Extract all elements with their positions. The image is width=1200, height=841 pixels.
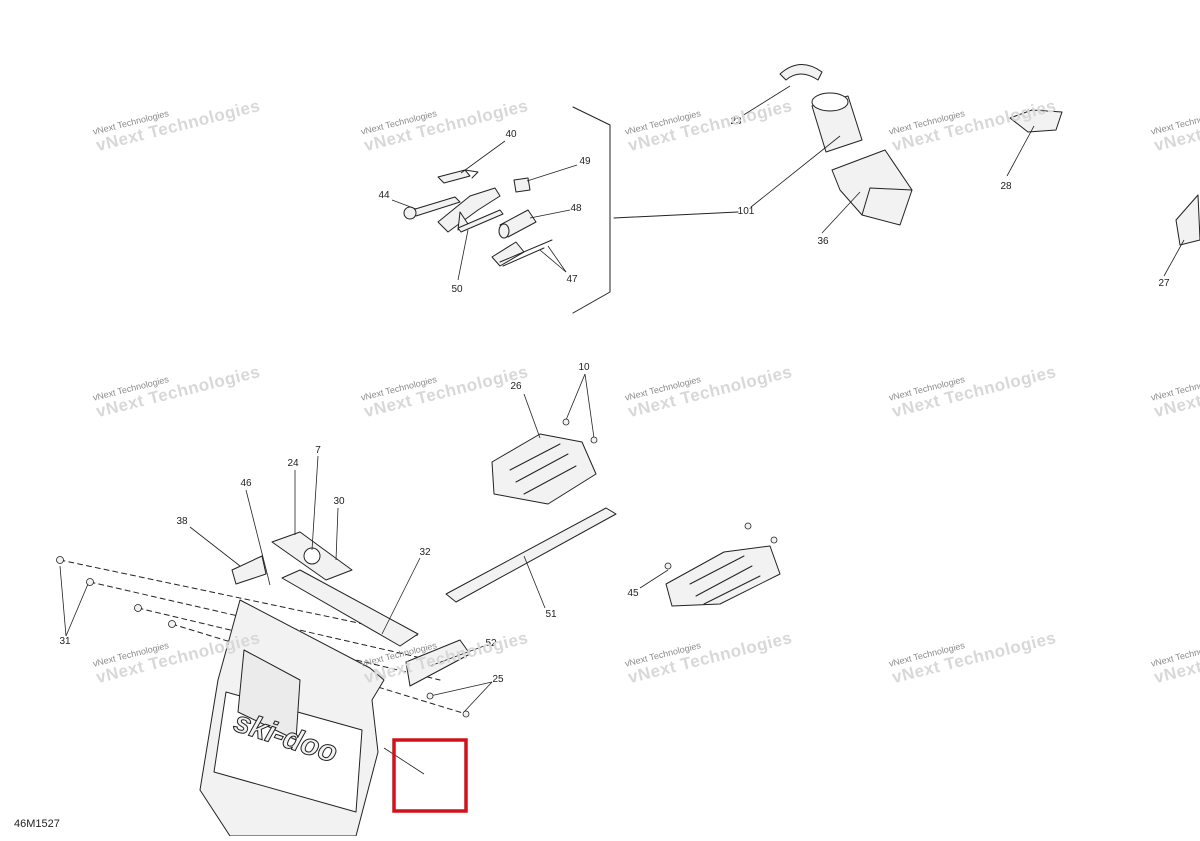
fastener-51a	[56, 556, 64, 564]
callout-44: 44	[378, 190, 390, 201]
part-45-plate	[271, 531, 353, 581]
callout-27: 27	[1158, 278, 1170, 289]
callout-49: 49	[579, 156, 591, 167]
part-36-holder	[831, 149, 913, 226]
callout-7: 7	[315, 445, 321, 456]
callout-45: 45	[627, 588, 639, 599]
part-27-pad	[1175, 194, 1200, 246]
part-40-hex-key	[437, 169, 479, 184]
callout-23: 23	[730, 116, 742, 127]
callout-47: 47	[566, 274, 578, 285]
part-26-footrest	[491, 433, 597, 505]
part-101-canister	[811, 92, 863, 153]
callout-52: 52	[485, 638, 497, 649]
part-49-clip	[513, 177, 531, 193]
part-25-snowflap	[199, 599, 385, 837]
callout-40: 40	[505, 129, 517, 140]
fastener-52a	[426, 692, 434, 700]
kit-bracket	[572, 106, 739, 314]
callout-30: 30	[333, 496, 345, 507]
callout-10: 10	[578, 362, 590, 373]
fastener-51b	[86, 578, 94, 586]
part-23-strap	[779, 64, 823, 81]
fastener-51d	[168, 620, 176, 628]
part-50-rod	[457, 209, 504, 233]
fastener-10d	[770, 536, 778, 544]
fastener-51c	[134, 604, 142, 612]
callout-32: 32	[419, 547, 431, 558]
fastener-10c	[744, 522, 752, 530]
callout-24: 24	[287, 458, 299, 469]
part-47-screwdriver	[491, 239, 553, 267]
part-30-pad	[231, 555, 267, 585]
callout-28: 28	[1000, 181, 1012, 192]
fastener-10e	[664, 562, 672, 570]
fastener-10a	[562, 418, 570, 426]
callout-48: 48	[570, 203, 582, 214]
part-10-footrest	[665, 545, 781, 607]
callout-51: 51	[545, 609, 557, 620]
part-38-bracket	[281, 569, 419, 647]
part-48-socket	[498, 209, 537, 239]
callout-31: 31	[59, 636, 71, 647]
callout-38: 38	[176, 516, 188, 527]
callout-46: 46	[240, 478, 252, 489]
fastener-10b	[590, 436, 598, 444]
callout-50: 50	[451, 284, 463, 295]
highlight-box	[392, 738, 468, 813]
callout-36: 36	[817, 236, 829, 247]
part-32-bar	[445, 507, 617, 603]
part-44-wrench	[403, 196, 461, 220]
part-28-pad	[1009, 109, 1063, 133]
diagram-code: 46M1527	[14, 818, 60, 830]
callout-101: 101	[738, 206, 755, 217]
callout-26: 26	[510, 381, 522, 392]
fastener-52b	[462, 710, 470, 718]
callout-25: 25	[492, 674, 504, 685]
